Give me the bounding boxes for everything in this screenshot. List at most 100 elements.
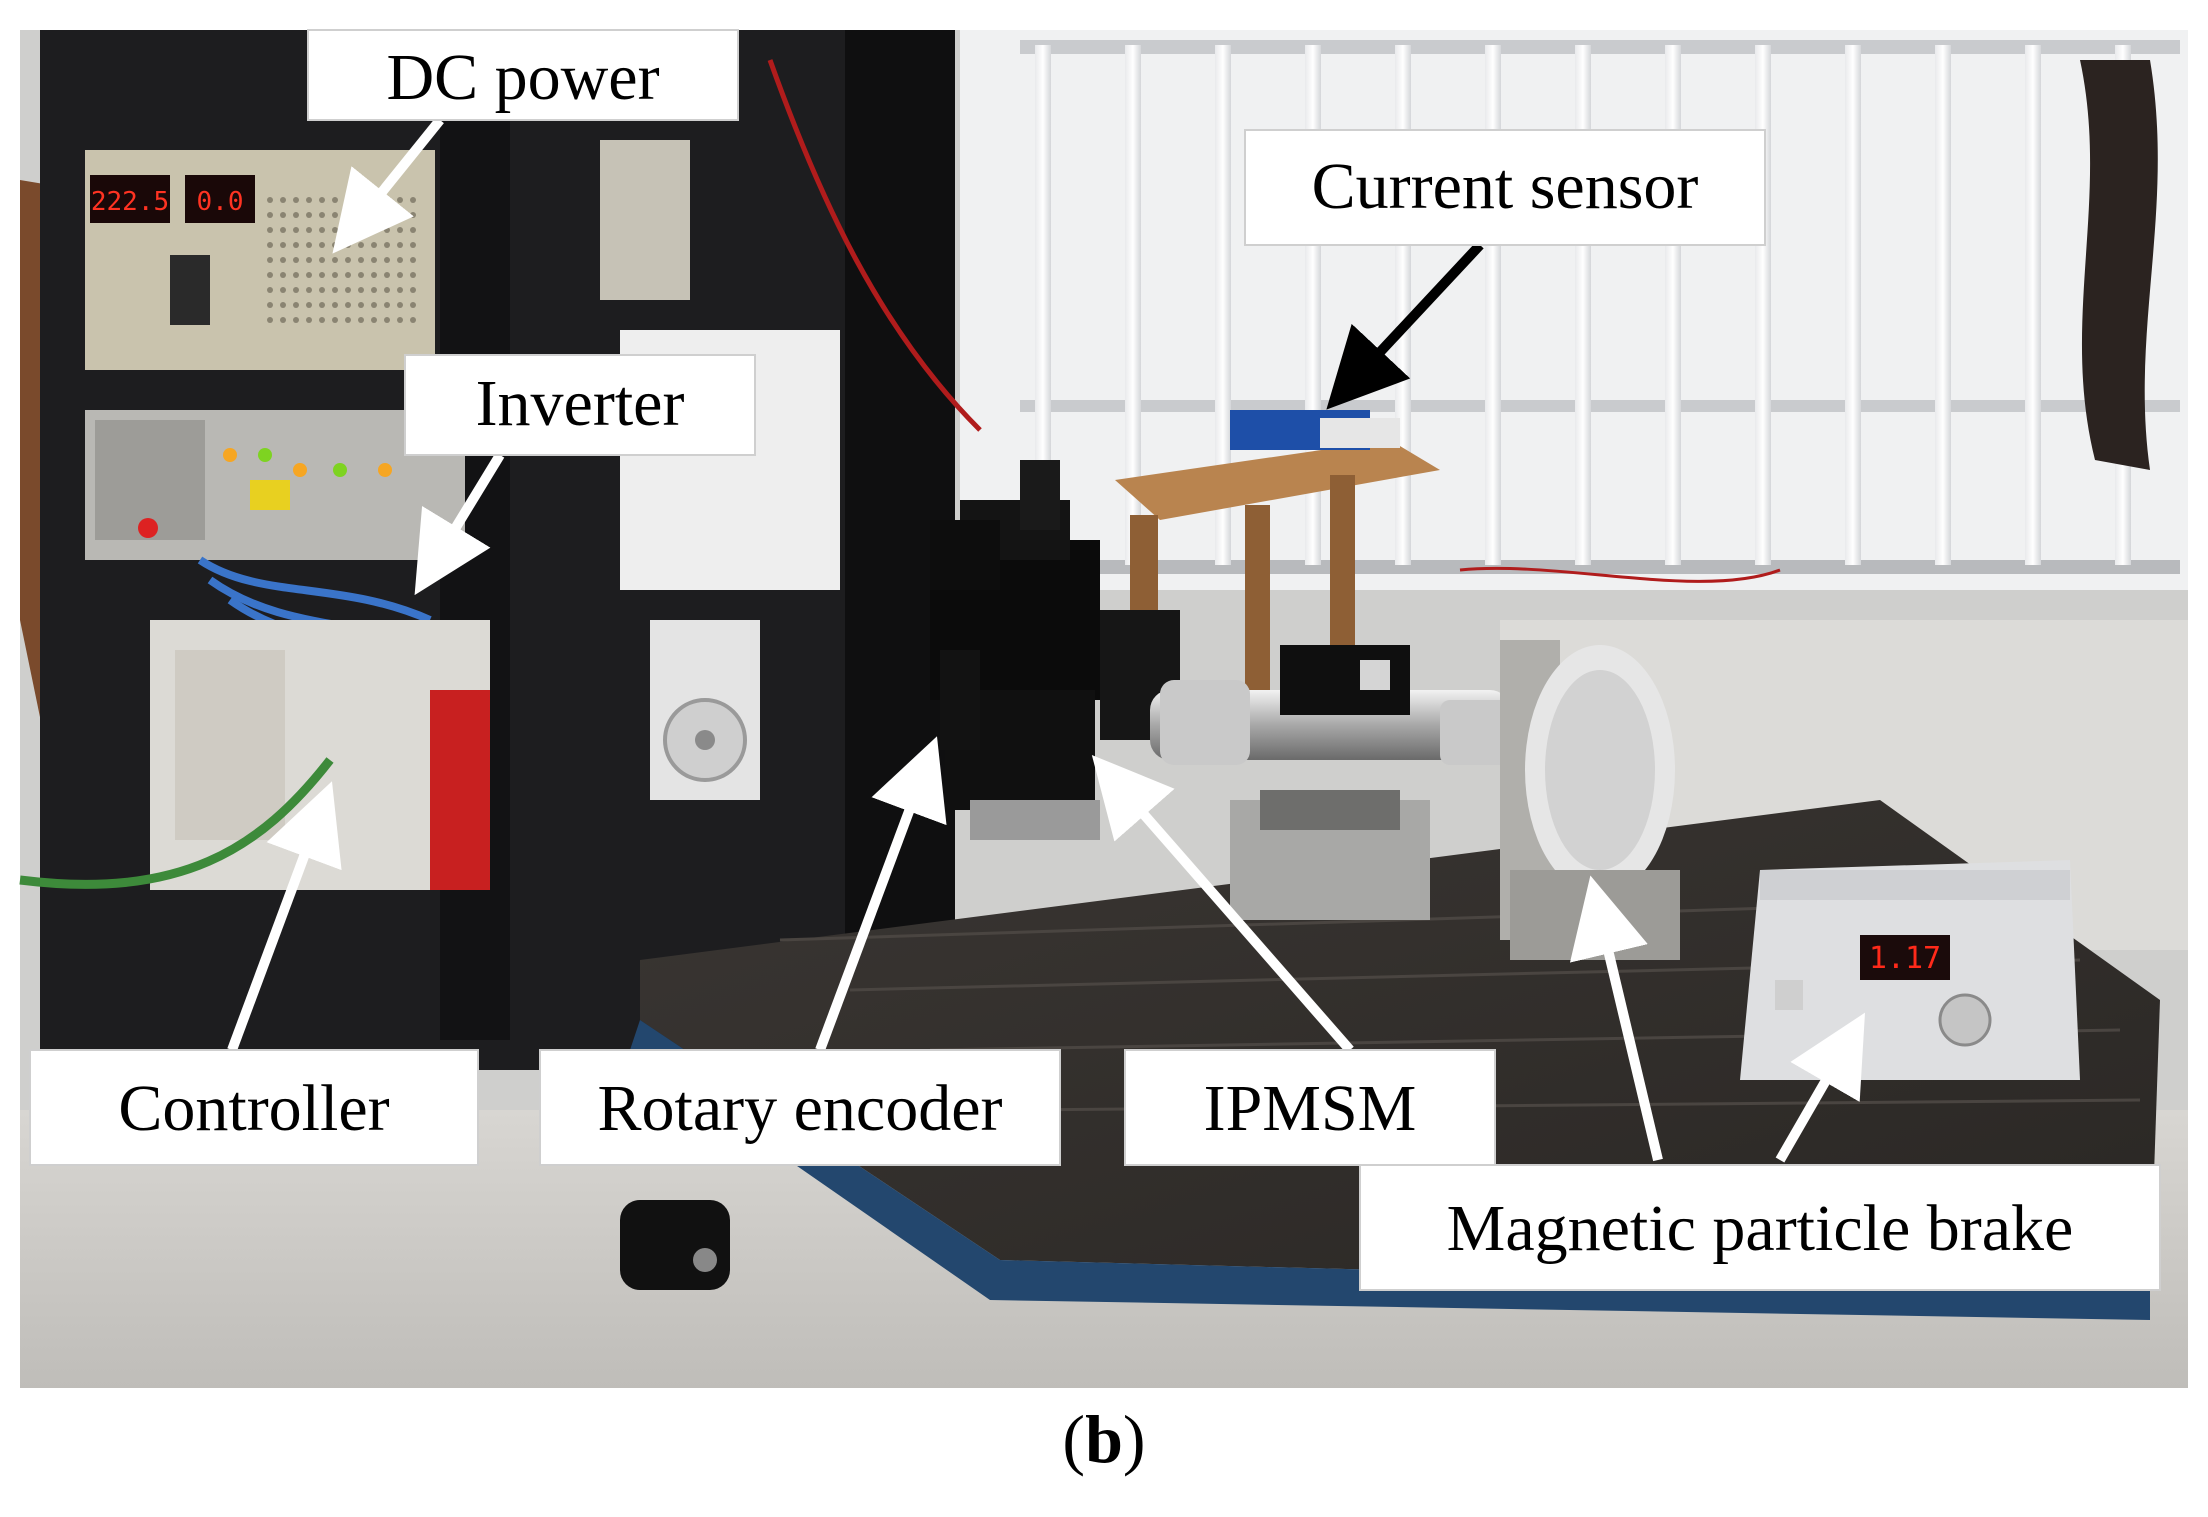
railing-bar <box>1395 45 1411 565</box>
vent-hole <box>319 197 325 203</box>
railing-bar <box>1485 45 1501 565</box>
vent-hole <box>371 257 377 263</box>
vent-hole <box>371 227 377 233</box>
vent-hole <box>358 257 364 263</box>
vent-hole <box>384 302 390 308</box>
vent-hole <box>384 287 390 293</box>
railing-bar <box>1845 45 1861 565</box>
vent-hole <box>332 287 338 293</box>
vent-hole <box>306 197 312 203</box>
vent-hole <box>319 242 325 248</box>
vent-hole <box>410 242 416 248</box>
label-current-sensor: Current sensor <box>1244 129 1766 246</box>
vent-hole <box>267 242 273 248</box>
vent-hole <box>332 242 338 248</box>
railing-bar <box>1215 45 1231 565</box>
torque-sensor <box>1230 645 1430 920</box>
vent-hole <box>384 212 390 218</box>
curtain <box>2080 60 2158 470</box>
vent-hole <box>371 242 377 248</box>
vent-hole <box>293 317 299 323</box>
vent-hole <box>332 212 338 218</box>
vent-hole <box>345 257 351 263</box>
svg-text:Controller: Controller <box>118 1072 389 1145</box>
vent-hole <box>371 317 377 323</box>
vent-hole <box>280 287 286 293</box>
vent-hole <box>410 287 416 293</box>
rotary-encoder-body <box>930 520 1000 750</box>
vent-hole <box>332 227 338 233</box>
railing-bar <box>2025 45 2041 565</box>
vent-hole <box>345 317 351 323</box>
vent-hole <box>306 272 312 278</box>
vent-hole <box>397 212 403 218</box>
svg-text:DC power: DC power <box>386 41 659 114</box>
vent-hole <box>397 317 403 323</box>
vent-hole <box>410 317 416 323</box>
vent-hole <box>267 257 273 263</box>
vent-hole <box>371 287 377 293</box>
label-inverter: Inverter <box>404 354 756 456</box>
railing-bar <box>1935 45 1951 565</box>
vent-hole <box>358 272 364 278</box>
vent-hole <box>332 302 338 308</box>
vent-hole <box>384 317 390 323</box>
vent-hole <box>397 242 403 248</box>
vent-hole <box>345 242 351 248</box>
vent-hole <box>293 197 299 203</box>
caption-letter: b <box>1085 1401 1123 1477</box>
vent-hole <box>358 302 364 308</box>
railing-bar <box>1755 45 1771 565</box>
svg-text:Current sensor: Current sensor <box>1312 150 1699 223</box>
vent-hole <box>384 227 390 233</box>
svg-text:Inverter: Inverter <box>476 367 685 440</box>
vent-hole <box>319 317 325 323</box>
vent-hole <box>267 212 273 218</box>
vent-hole <box>397 287 403 293</box>
vent-hole <box>358 242 364 248</box>
vent-hole <box>410 302 416 308</box>
vent-hole <box>397 197 403 203</box>
cooling-fan-unit <box>650 620 760 800</box>
vent-hole <box>293 227 299 233</box>
vent-hole <box>280 212 286 218</box>
vent-hole <box>293 212 299 218</box>
label-rotary-encoder: Rotary encoder <box>539 1049 1061 1166</box>
figure-caption: (b) <box>1062 1401 1146 1477</box>
annotation-arrows <box>227 116 1865 1163</box>
brake-readout-display: 1.17 <box>1869 941 1941 976</box>
vent-hole <box>358 197 364 203</box>
vent-hole <box>410 272 416 278</box>
vent-hole <box>410 212 416 218</box>
railing-bar <box>1035 45 1051 565</box>
vent-hole <box>345 287 351 293</box>
vent-hole <box>267 197 273 203</box>
vent-hole <box>345 212 351 218</box>
vent-hole <box>332 257 338 263</box>
vent-hole <box>397 257 403 263</box>
vent-hole <box>280 242 286 248</box>
vent-hole <box>397 302 403 308</box>
back-wall <box>960 30 2188 590</box>
svg-text:Rotary encoder: Rotary encoder <box>598 1072 1003 1145</box>
railing-bar <box>1665 45 1681 565</box>
label-dc-power: DC power <box>307 29 739 121</box>
vent-hole <box>345 302 351 308</box>
vent-hole <box>280 317 286 323</box>
vent-hole <box>306 212 312 218</box>
vent-hole <box>280 227 286 233</box>
railing-bar <box>1575 45 1591 565</box>
label-ipmsm: IPMSM <box>1124 1049 1496 1166</box>
railing-bar <box>1125 45 1141 565</box>
power-voltage-display: 222.5 <box>91 187 169 217</box>
vent-hole <box>345 197 351 203</box>
svg-text:IPMSM: IPMSM <box>1204 1072 1417 1145</box>
vent-hole <box>306 302 312 308</box>
vent-hole <box>306 317 312 323</box>
magnetic-particle-brake <box>1500 640 1680 960</box>
vent-hole <box>306 242 312 248</box>
vent-hole <box>410 197 416 203</box>
vent-hole <box>358 317 364 323</box>
vent-hole <box>371 212 377 218</box>
